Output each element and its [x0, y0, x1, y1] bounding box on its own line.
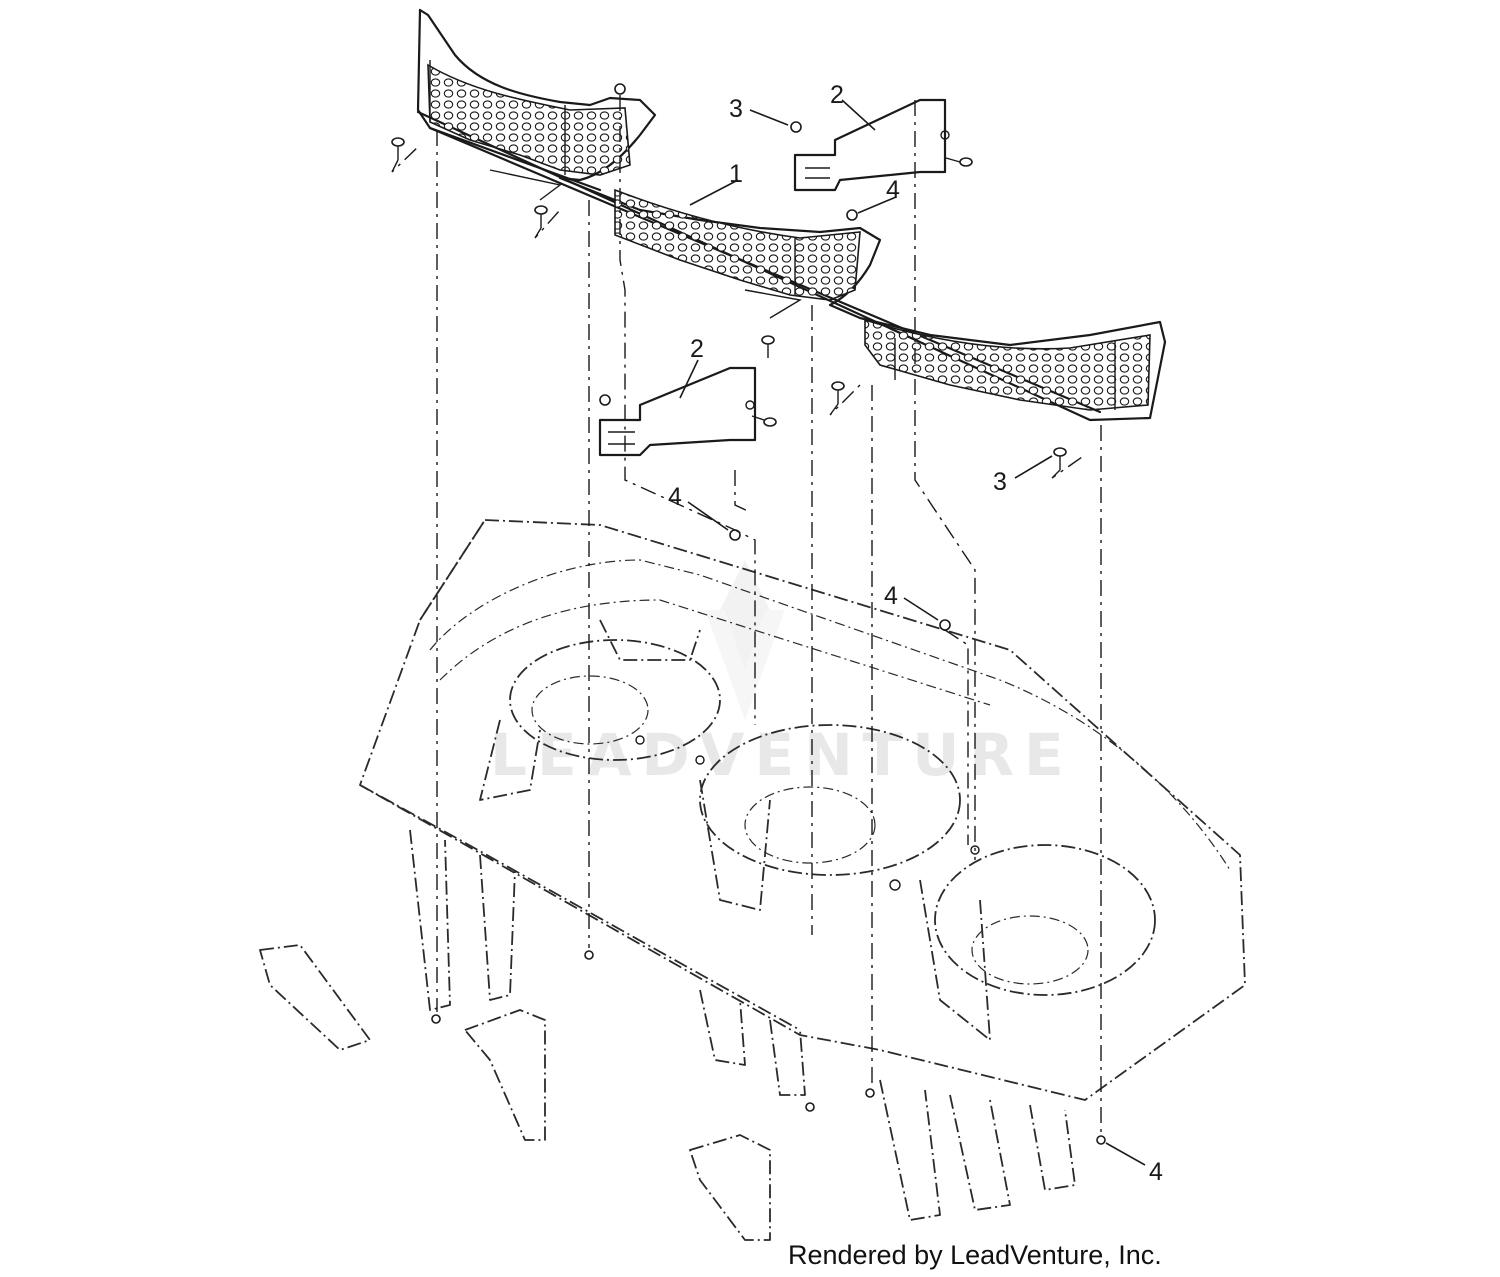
callout-3-upper: 3: [729, 95, 743, 123]
mower-deck-shell: [259, 519, 1246, 1241]
render-credit: Rendered by LeadVenture, Inc.: [788, 1240, 1162, 1270]
bolt-icon: [761, 335, 775, 358]
callout-2-lower: 2: [690, 335, 704, 363]
bolt-icon: [534, 205, 548, 228]
nut-icon: [599, 394, 611, 406]
carriage-bolts-part-3: [391, 137, 1067, 470]
nut-icon: [939, 619, 951, 631]
nut-icon: [584, 950, 594, 960]
bolt-icon: [391, 137, 405, 160]
bolt-icon: [1053, 447, 1067, 470]
nut-icon: [805, 1102, 815, 1112]
leadventure-logo-icon: [705, 560, 785, 720]
watermark: LEADVENTURE: [490, 560, 1064, 789]
bolt-icon: [945, 157, 973, 167]
nut-icon: [790, 121, 802, 133]
callout-1: 1: [729, 160, 743, 188]
bolt-icon: [751, 415, 777, 427]
nut-icon: [846, 209, 858, 221]
callout-4-baffle: 4: [886, 176, 900, 204]
perforated-panel-middle: [614, 188, 861, 301]
callout-leaders: [679, 99, 1146, 1166]
bracket-part-2-upper: [793, 98, 950, 192]
callout-4-bottom: 4: [1149, 1158, 1163, 1186]
nut-icon: [614, 83, 626, 95]
callout-labels: 1 2 2 3 3 4 4 4 4: [668, 81, 1163, 1186]
nut-icon: [865, 1088, 875, 1098]
alignment-lines: [391, 95, 1102, 1133]
callout-3-lower: 3: [993, 468, 1007, 496]
callout-4-deck-right: 4: [884, 582, 898, 610]
bolt-icon: [831, 381, 845, 404]
callout-2-upper: 2: [830, 81, 844, 109]
discharge-baffle-part-1: [416, 8, 1167, 422]
nut-icon: [1096, 1135, 1106, 1145]
callout-4-deck-left: 4: [668, 483, 682, 511]
nut-icon: [431, 1014, 441, 1024]
perforated-panel-left: [427, 63, 631, 176]
bracket-part-2-lower: [598, 366, 757, 457]
flange-nuts-part-4: [431, 83, 1106, 1145]
perforated-panel-right: [864, 318, 1151, 411]
